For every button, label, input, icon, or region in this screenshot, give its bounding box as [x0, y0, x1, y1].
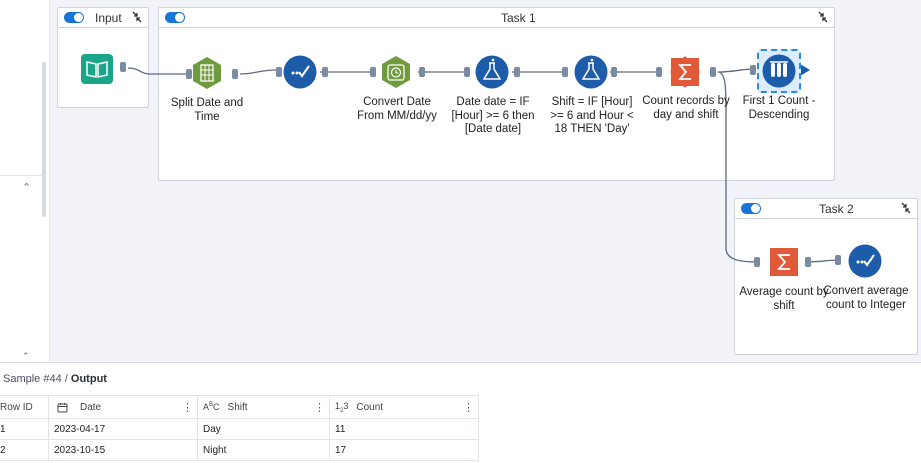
sigma-icon[interactable] — [668, 55, 702, 89]
column-header-shift[interactable]: ABC Shift ⋮ — [198, 396, 330, 418]
cell-row-id: 2 — [0, 440, 49, 460]
results-table: Row ID Date ⋮ ABC Shift ⋮ 123 — [0, 395, 479, 461]
tool-label-summarize-2: Average count by shift — [739, 286, 829, 312]
table-row[interactable]: 1 2023-04-17 Day 11 — [0, 419, 479, 440]
calendar-icon — [57, 402, 68, 412]
column-header-row-id[interactable]: Row ID — [0, 396, 49, 418]
results-panel: Sample #44 / Output Row ID Date ⋮ ABC — [0, 362, 921, 463]
clock-icon[interactable] — [379, 55, 413, 89]
collapse-icon[interactable] — [131, 10, 143, 24]
integer-type-icon: 123 — [335, 400, 349, 414]
chevron-up-small-icon[interactable]: ⌃ — [22, 351, 30, 361]
container-toggle[interactable] — [165, 12, 185, 23]
cell-date: 2023-10-15 — [49, 440, 198, 460]
kebab-menu-icon[interactable]: ⋮ — [314, 402, 325, 414]
collapse-icon[interactable] — [900, 201, 912, 215]
kebab-menu-icon[interactable]: ⋮ — [182, 402, 193, 414]
select-check-icon[interactable] — [848, 244, 882, 278]
cell-shift: Night — [198, 440, 330, 460]
table-row[interactable]: 2 2023-10-15 Night 17 — [0, 440, 479, 461]
container-toggle[interactable] — [64, 12, 84, 23]
chevron-up-icon[interactable]: ⌃ — [22, 182, 32, 194]
tool-label-formula-2: Shift = IF [Hour] >= 6 and Hour < 18 THE… — [550, 96, 634, 135]
tool-label-summarize-1: Count records by day and shift — [642, 95, 730, 121]
container-toggle[interactable] — [741, 203, 761, 214]
test-tubes-icon[interactable] — [762, 54, 796, 88]
container-title: Task 2 — [819, 202, 854, 216]
text-to-columns-icon[interactable] — [190, 56, 224, 90]
cell-count: 17 — [330, 440, 479, 460]
select-check-icon[interactable] — [283, 55, 317, 89]
collapse-icon[interactable] — [817, 10, 829, 24]
container-input[interactable]: Input — [57, 7, 149, 108]
cell-count: 11 — [330, 419, 479, 439]
table-header-row: Row ID Date ⋮ ABC Shift ⋮ 123 — [0, 396, 479, 419]
breadcrumb-current: Output — [70, 373, 107, 385]
container-title: Input — [95, 11, 122, 25]
breadcrumb-parent[interactable]: Sample #44 — [3, 373, 62, 385]
tool-label-select-2: Convert average count to Integer — [823, 285, 909, 311]
container-header: Task 2 — [735, 199, 917, 219]
string-type-icon: ABC — [203, 402, 220, 412]
tool-label-sample: First 1 Count - Descending — [742, 95, 816, 121]
column-header-count[interactable]: 123 Count ⋮ — [330, 396, 479, 418]
cell-date: 2023-04-17 — [49, 419, 198, 439]
tool-label-datetime: Convert Date From MM/dd/yy — [357, 96, 437, 122]
container-task-2[interactable]: Task 2 — [734, 198, 918, 355]
kebab-menu-icon[interactable]: ⋮ — [463, 402, 474, 414]
book-icon[interactable] — [81, 54, 113, 84]
container-title: Task 1 — [501, 11, 536, 25]
left-panel: ⌃ ⌃ — [0, 0, 50, 362]
connection-wires — [120, 62, 841, 267]
tool-label-formula-1: Date date = IF [Hour] >= 6 then [Date da… — [451, 96, 535, 135]
breadcrumb-separator: / — [64, 373, 68, 385]
left-panel-divider — [0, 175, 42, 176]
container-header: Task 1 — [159, 8, 834, 28]
tool-label-split: Split Date and Time — [170, 97, 244, 123]
flask-icon[interactable] — [574, 55, 608, 89]
container-header: Input — [58, 8, 148, 28]
workflow-canvas[interactable]: Input Task 1 Task 2 — [50, 0, 921, 362]
left-panel-scrollbar[interactable] — [42, 62, 46, 217]
cell-shift: Day — [198, 419, 330, 439]
breadcrumb: Sample #44 / Output — [3, 373, 107, 385]
flask-icon[interactable] — [475, 55, 509, 89]
cell-row-id: 1 — [0, 419, 49, 439]
column-header-date[interactable]: Date ⋮ — [49, 396, 198, 418]
container-task-1[interactable]: Task 1 — [158, 7, 835, 181]
sigma-icon[interactable] — [767, 245, 801, 279]
